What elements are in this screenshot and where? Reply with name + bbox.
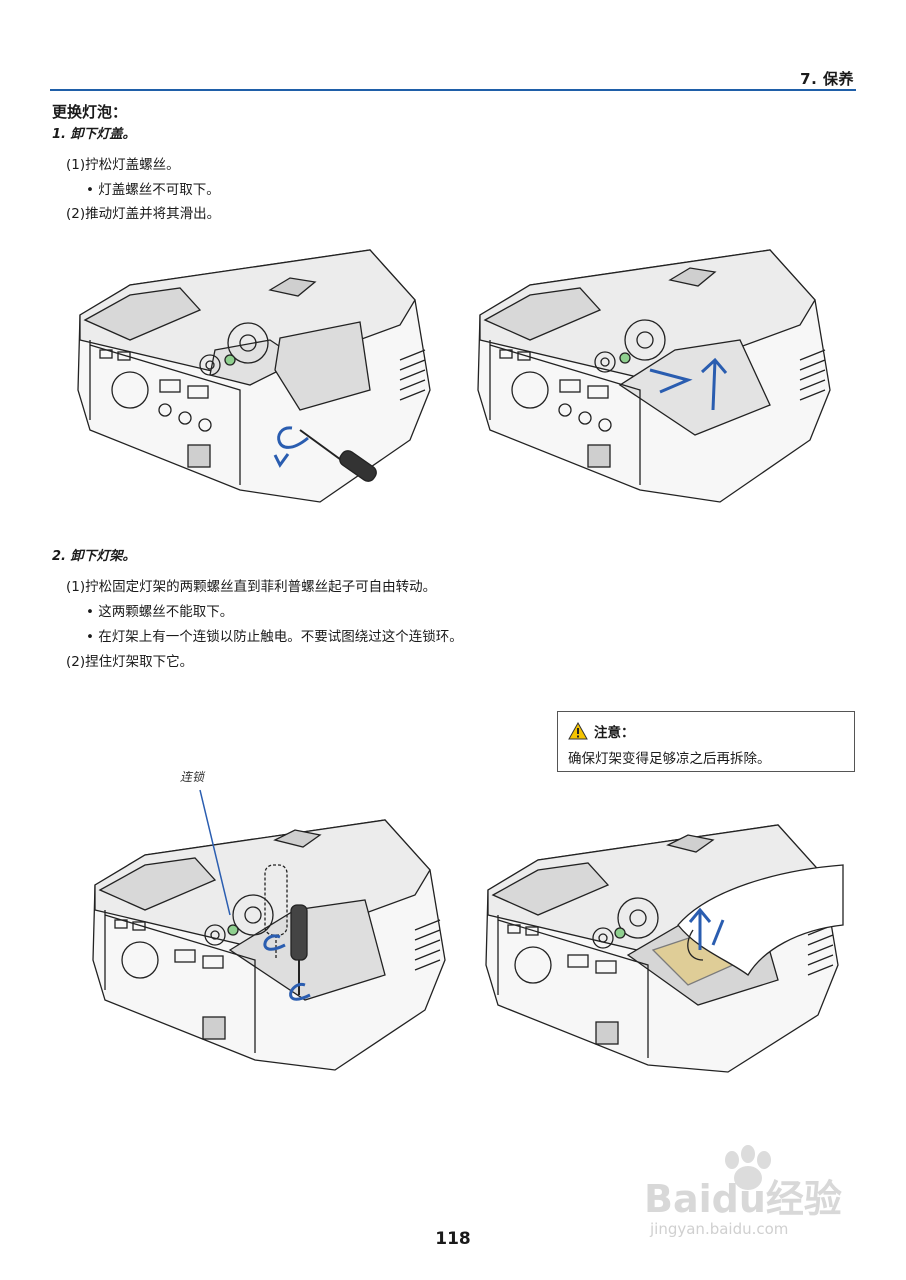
header-rule xyxy=(50,89,856,91)
step2-heading: 2. 卸下灯架。 xyxy=(52,549,136,564)
interlock-callout: 连锁 xyxy=(180,770,205,784)
caution-heading-row: 注意： xyxy=(568,721,635,741)
section-title: 更换灯泡： xyxy=(52,103,128,121)
step2-line-3: • 在灯架上有一个连锁以防止触电。不要试图绕过这个连锁环。 xyxy=(86,629,463,645)
warning-icon xyxy=(568,722,588,740)
watermark-logo: Baidu经验 xyxy=(640,1140,860,1250)
figure-loosen-cover-screw xyxy=(70,240,440,510)
step1-line-3: (2)推动灯盖并将其滑出。 xyxy=(66,206,221,222)
figure-slide-cover xyxy=(470,240,840,515)
step2-line-4: (2)捏住灯架取下它。 xyxy=(66,654,194,670)
page-number: 118 xyxy=(435,1229,471,1249)
baidu-paw-icon: Baidu经验 xyxy=(644,1145,842,1221)
step2-line-2: • 这两颗螺丝不能取下。 xyxy=(86,604,234,620)
caution-heading: 注意： xyxy=(594,725,635,741)
caution-box: 注意： 确保灯架变得足够凉之后再拆除。 xyxy=(557,711,855,772)
chapter-title: 7. 保养 xyxy=(800,70,854,88)
figure-remove-lamp-housing xyxy=(478,810,848,1080)
step1-line-2: • 灯盖螺丝不可取下。 xyxy=(86,182,220,198)
watermark-text: Baidu经验 xyxy=(644,1177,842,1220)
caution-text: 确保灯架变得足够凉之后再拆除。 xyxy=(568,751,771,767)
step1-line-1: (1)拧松灯盖螺丝。 xyxy=(66,157,180,173)
figure-loosen-housing-screws xyxy=(85,785,455,1075)
step2-line-1: (1)拧松固定灯架的两颗螺丝直到菲利普螺丝起子可自由转动。 xyxy=(66,579,437,595)
step1-heading: 1. 卸下灯盖。 xyxy=(52,127,136,142)
watermark-url: jingyan.baidu.com xyxy=(650,1220,789,1238)
